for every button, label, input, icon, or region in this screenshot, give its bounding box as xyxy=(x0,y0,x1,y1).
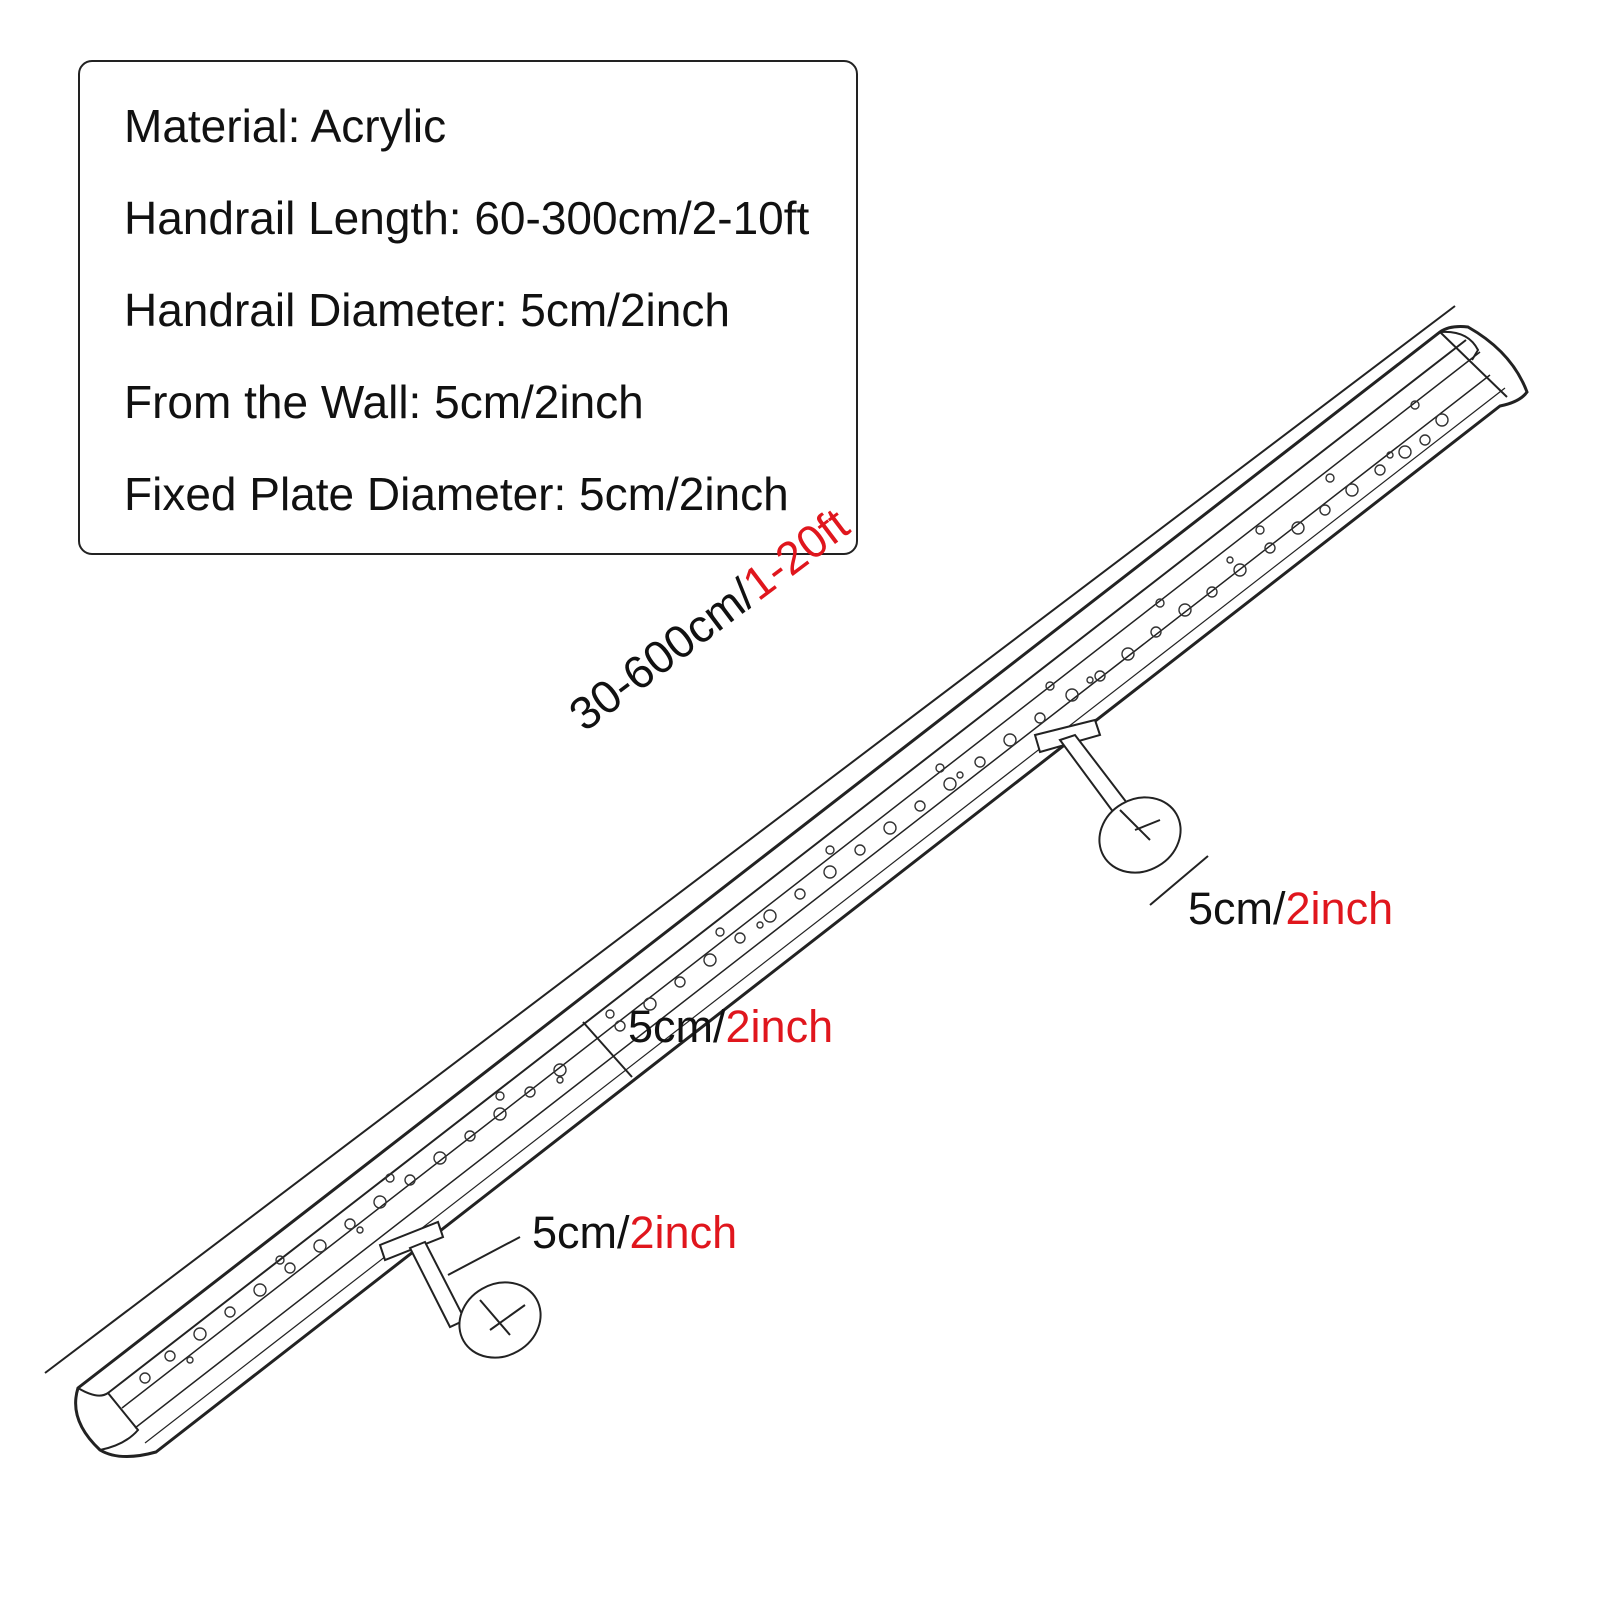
plate-dimension-tick xyxy=(1149,855,1209,906)
acrylic-bubbles xyxy=(139,400,1449,1384)
rail-diameter-label: 5cm/2inch xyxy=(628,1002,833,1052)
rail-diameter-metric: 5cm/ xyxy=(628,1001,726,1052)
length-dimension-line xyxy=(44,305,1456,1374)
plate-diameter-metric: 5cm/ xyxy=(1188,883,1286,934)
spec-plate-diameter: Fixed Plate Diameter: 5cm/2inch xyxy=(124,468,789,520)
bracket-offset-imperial: 2inch xyxy=(629,1207,738,1258)
spec-handrail-diameter: Handrail Diameter: 5cm/2inch xyxy=(124,284,730,336)
plate-diameter-imperial: 2inch xyxy=(1285,883,1394,934)
plate-diameter-label: 5cm/2inch xyxy=(1188,884,1393,934)
bracket-offset-metric: 5cm/ xyxy=(532,1207,630,1258)
spec-from-wall: From the Wall: 5cm/2inch xyxy=(124,376,644,428)
upper-wall-bracket xyxy=(1033,718,1182,874)
bracket-offset-label: 5cm/2inch xyxy=(532,1208,737,1258)
handrail-tube xyxy=(74,325,1529,1458)
rail-diameter-imperial: 2inch xyxy=(725,1001,834,1052)
spec-material: Material: Acrylic xyxy=(124,100,447,152)
spec-handrail-length: Handrail Length: 60-300cm/2-10ft xyxy=(124,192,810,244)
specification-box: Material: Acrylic Handrail Length: 60-30… xyxy=(78,60,858,555)
offset-leader-line xyxy=(447,1236,521,1276)
lower-wall-bracket xyxy=(378,1220,542,1359)
